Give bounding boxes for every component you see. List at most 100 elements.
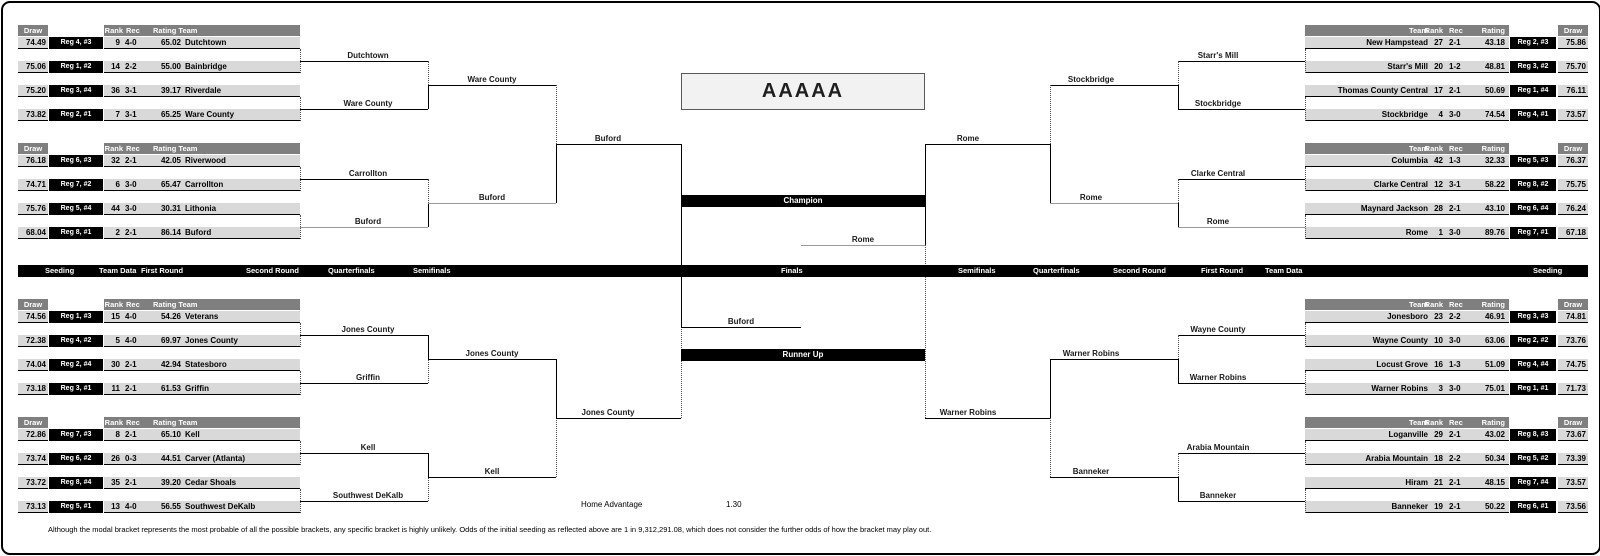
draw-value-cell[interactable]: 75.86 bbox=[1558, 37, 1588, 49]
region-seed-cell[interactable]: Reg 6, #4 bbox=[1510, 203, 1556, 215]
team-row[interactable]: 6 3-0 65.47 Carrollton bbox=[104, 179, 300, 191]
advancer-label[interactable]: Buford bbox=[478, 193, 506, 202]
draw-value-cell[interactable]: 74.04 bbox=[18, 359, 48, 371]
team-row[interactable]: 36 3-1 39.17 Riverdale bbox=[104, 85, 300, 97]
draw-value-cell[interactable]: 73.18 bbox=[18, 383, 48, 395]
team-row[interactable]: Stockbridge 4 3-0 74.54 bbox=[1305, 109, 1509, 121]
draw-value-cell[interactable]: 75.06 bbox=[18, 61, 48, 73]
advancer-label[interactable]: Ware County bbox=[343, 99, 393, 108]
region-seed-cell[interactable]: Reg 3, #2 bbox=[1510, 61, 1556, 73]
advancer-label[interactable]: Stockbridge bbox=[1067, 75, 1115, 84]
draw-value-cell[interactable]: 76.37 bbox=[1558, 155, 1588, 167]
team-row[interactable]: 35 2-1 39.20 Cedar Shoals bbox=[104, 477, 300, 489]
team-row[interactable]: 11 2-1 61.53 Griffin bbox=[104, 383, 300, 395]
region-seed-cell[interactable]: Reg 5, #3 bbox=[1510, 155, 1556, 167]
draw-value-cell[interactable]: 75.75 bbox=[1558, 179, 1588, 191]
region-seed-cell[interactable]: Reg 2, #3 bbox=[1510, 37, 1556, 49]
draw-value-cell[interactable]: 73.57 bbox=[1558, 477, 1588, 489]
region-seed-cell[interactable]: Reg 6, #2 bbox=[49, 453, 103, 465]
advancer-label[interactable]: Wayne County bbox=[1190, 325, 1246, 334]
region-seed-cell[interactable]: Reg 2, #1 bbox=[49, 109, 103, 121]
team-row[interactable]: New Hampstead 27 2-1 43.18 bbox=[1305, 37, 1509, 49]
draw-value-cell[interactable]: 67.18 bbox=[1558, 227, 1588, 239]
region-seed-cell[interactable]: Reg 8, #1 bbox=[49, 227, 103, 239]
region-seed-cell[interactable]: Reg 1, #3 bbox=[49, 311, 103, 323]
team-row[interactable]: 2 2-1 86.14 Buford bbox=[104, 227, 300, 239]
team-row[interactable]: Loganville 29 2-1 43.02 bbox=[1305, 429, 1509, 441]
draw-value-cell[interactable]: 68.04 bbox=[18, 227, 48, 239]
advancer-label[interactable]: Griffin bbox=[356, 373, 380, 382]
draw-value-cell[interactable]: 74.56 bbox=[18, 311, 48, 323]
region-seed-cell[interactable]: Reg 7, #2 bbox=[49, 179, 103, 191]
draw-value-cell[interactable]: 74.81 bbox=[1558, 311, 1588, 323]
team-row[interactable]: Columbia 42 1-3 32.33 bbox=[1305, 155, 1509, 167]
draw-value-cell[interactable]: 73.74 bbox=[18, 453, 48, 465]
advancer-label[interactable]: Banneker bbox=[1199, 491, 1237, 500]
region-seed-cell[interactable]: Reg 3, #4 bbox=[49, 85, 103, 97]
region-seed-cell[interactable]: Reg 8, #4 bbox=[49, 477, 103, 489]
draw-value-cell[interactable]: 73.13 bbox=[18, 501, 48, 513]
draw-value-cell[interactable]: 74.49 bbox=[18, 37, 48, 49]
team-row[interactable]: 26 0-3 44.51 Carver (Atlanta) bbox=[104, 453, 300, 465]
team-row[interactable]: 7 3-1 65.25 Ware County bbox=[104, 109, 300, 121]
draw-value-cell[interactable]: 75.20 bbox=[18, 85, 48, 97]
region-seed-cell[interactable]: Reg 8, #3 bbox=[1510, 429, 1556, 441]
advancer-label[interactable]: Southwest DeKalb bbox=[332, 491, 404, 500]
region-seed-cell[interactable]: Reg 6, #3 bbox=[49, 155, 103, 167]
region-seed-cell[interactable]: Reg 4, #4 bbox=[1510, 359, 1556, 371]
region-seed-cell[interactable]: Reg 4, #2 bbox=[49, 335, 103, 347]
team-row[interactable]: 5 4-0 69.97 Jones County bbox=[104, 335, 300, 347]
team-row[interactable]: Jonesboro 23 2-2 46.91 bbox=[1305, 311, 1509, 323]
advancer-label[interactable]: Jones County bbox=[465, 349, 519, 358]
region-seed-cell[interactable]: Reg 2, #2 bbox=[1510, 335, 1556, 347]
region-seed-cell[interactable]: Reg 6, #1 bbox=[1510, 501, 1556, 513]
draw-value-cell[interactable]: 75.70 bbox=[1558, 61, 1588, 73]
region-seed-cell[interactable]: Reg 7, #1 bbox=[1510, 227, 1556, 239]
advancer-label[interactable]: Rome bbox=[1206, 217, 1230, 226]
region-seed-cell[interactable]: Reg 1, #4 bbox=[1510, 85, 1556, 97]
advancer-label[interactable]: Buford bbox=[727, 317, 755, 326]
advancer-label[interactable]: Starr's Mill bbox=[1197, 51, 1239, 60]
draw-value-cell[interactable]: 73.76 bbox=[1558, 335, 1588, 347]
team-row[interactable]: 8 2-1 65.10 Kell bbox=[104, 429, 300, 441]
draw-value-cell[interactable]: 75.76 bbox=[18, 203, 48, 215]
draw-value-cell[interactable]: 72.38 bbox=[18, 335, 48, 347]
advancer-label[interactable]: Rome bbox=[1079, 193, 1103, 202]
region-seed-cell[interactable]: Reg 4, #3 bbox=[49, 37, 103, 49]
region-seed-cell[interactable]: Reg 3, #1 bbox=[49, 383, 103, 395]
draw-value-cell[interactable]: 74.75 bbox=[1558, 359, 1588, 371]
team-row[interactable]: Rome 1 3-0 89.76 bbox=[1305, 227, 1509, 239]
draw-value-cell[interactable]: 76.18 bbox=[18, 155, 48, 167]
advancer-label[interactable]: Rome bbox=[851, 235, 875, 244]
draw-value-cell[interactable]: 76.11 bbox=[1558, 85, 1588, 97]
draw-value-cell[interactable]: 73.82 bbox=[18, 109, 48, 121]
advancer-label[interactable]: Warner Robins bbox=[1189, 373, 1247, 382]
advancer-label[interactable]: Clarke Central bbox=[1190, 169, 1246, 178]
region-seed-cell[interactable]: Reg 3, #3 bbox=[1510, 311, 1556, 323]
team-row[interactable]: 14 2-2 55.00 Bainbridge bbox=[104, 61, 300, 73]
region-seed-cell[interactable]: Reg 8, #2 bbox=[1510, 179, 1556, 191]
advancer-label[interactable]: Buford bbox=[594, 134, 622, 143]
advancer-label[interactable]: Jones County bbox=[341, 325, 395, 334]
team-row[interactable]: Warner Robins 3 3-0 75.01 bbox=[1305, 383, 1509, 395]
team-row[interactable]: Thomas County Central 17 2-1 50.69 bbox=[1305, 85, 1509, 97]
team-row[interactable]: Maynard Jackson 28 2-1 43.10 bbox=[1305, 203, 1509, 215]
draw-value-cell[interactable]: 71.73 bbox=[1558, 383, 1588, 395]
draw-value-cell[interactable]: 73.72 bbox=[18, 477, 48, 489]
region-seed-cell[interactable]: Reg 7, #3 bbox=[49, 429, 103, 441]
team-row[interactable]: Hiram 21 2-1 48.15 bbox=[1305, 477, 1509, 489]
team-row[interactable]: Arabia Mountain 18 2-2 50.34 bbox=[1305, 453, 1509, 465]
region-seed-cell[interactable]: Reg 5, #2 bbox=[1510, 453, 1556, 465]
draw-value-cell[interactable]: 73.67 bbox=[1558, 429, 1588, 441]
team-row[interactable]: 30 2-1 42.94 Statesboro bbox=[104, 359, 300, 371]
advancer-label[interactable]: Rome bbox=[956, 134, 980, 143]
draw-value-cell[interactable]: 76.24 bbox=[1558, 203, 1588, 215]
advancer-label[interactable]: Stockbridge bbox=[1194, 99, 1242, 108]
advancer-label[interactable]: Warner Robins bbox=[1062, 349, 1120, 358]
region-seed-cell[interactable]: Reg 5, #4 bbox=[49, 203, 103, 215]
team-row[interactable]: 44 3-0 30.31 Lithonia bbox=[104, 203, 300, 215]
draw-value-cell[interactable]: 73.56 bbox=[1558, 501, 1588, 513]
advancer-label[interactable]: Warner Robins bbox=[939, 408, 997, 417]
advancer-label[interactable]: Arabia Mountain bbox=[1186, 443, 1250, 452]
team-row[interactable]: Starr's Mill 20 1-2 48.81 bbox=[1305, 61, 1509, 73]
